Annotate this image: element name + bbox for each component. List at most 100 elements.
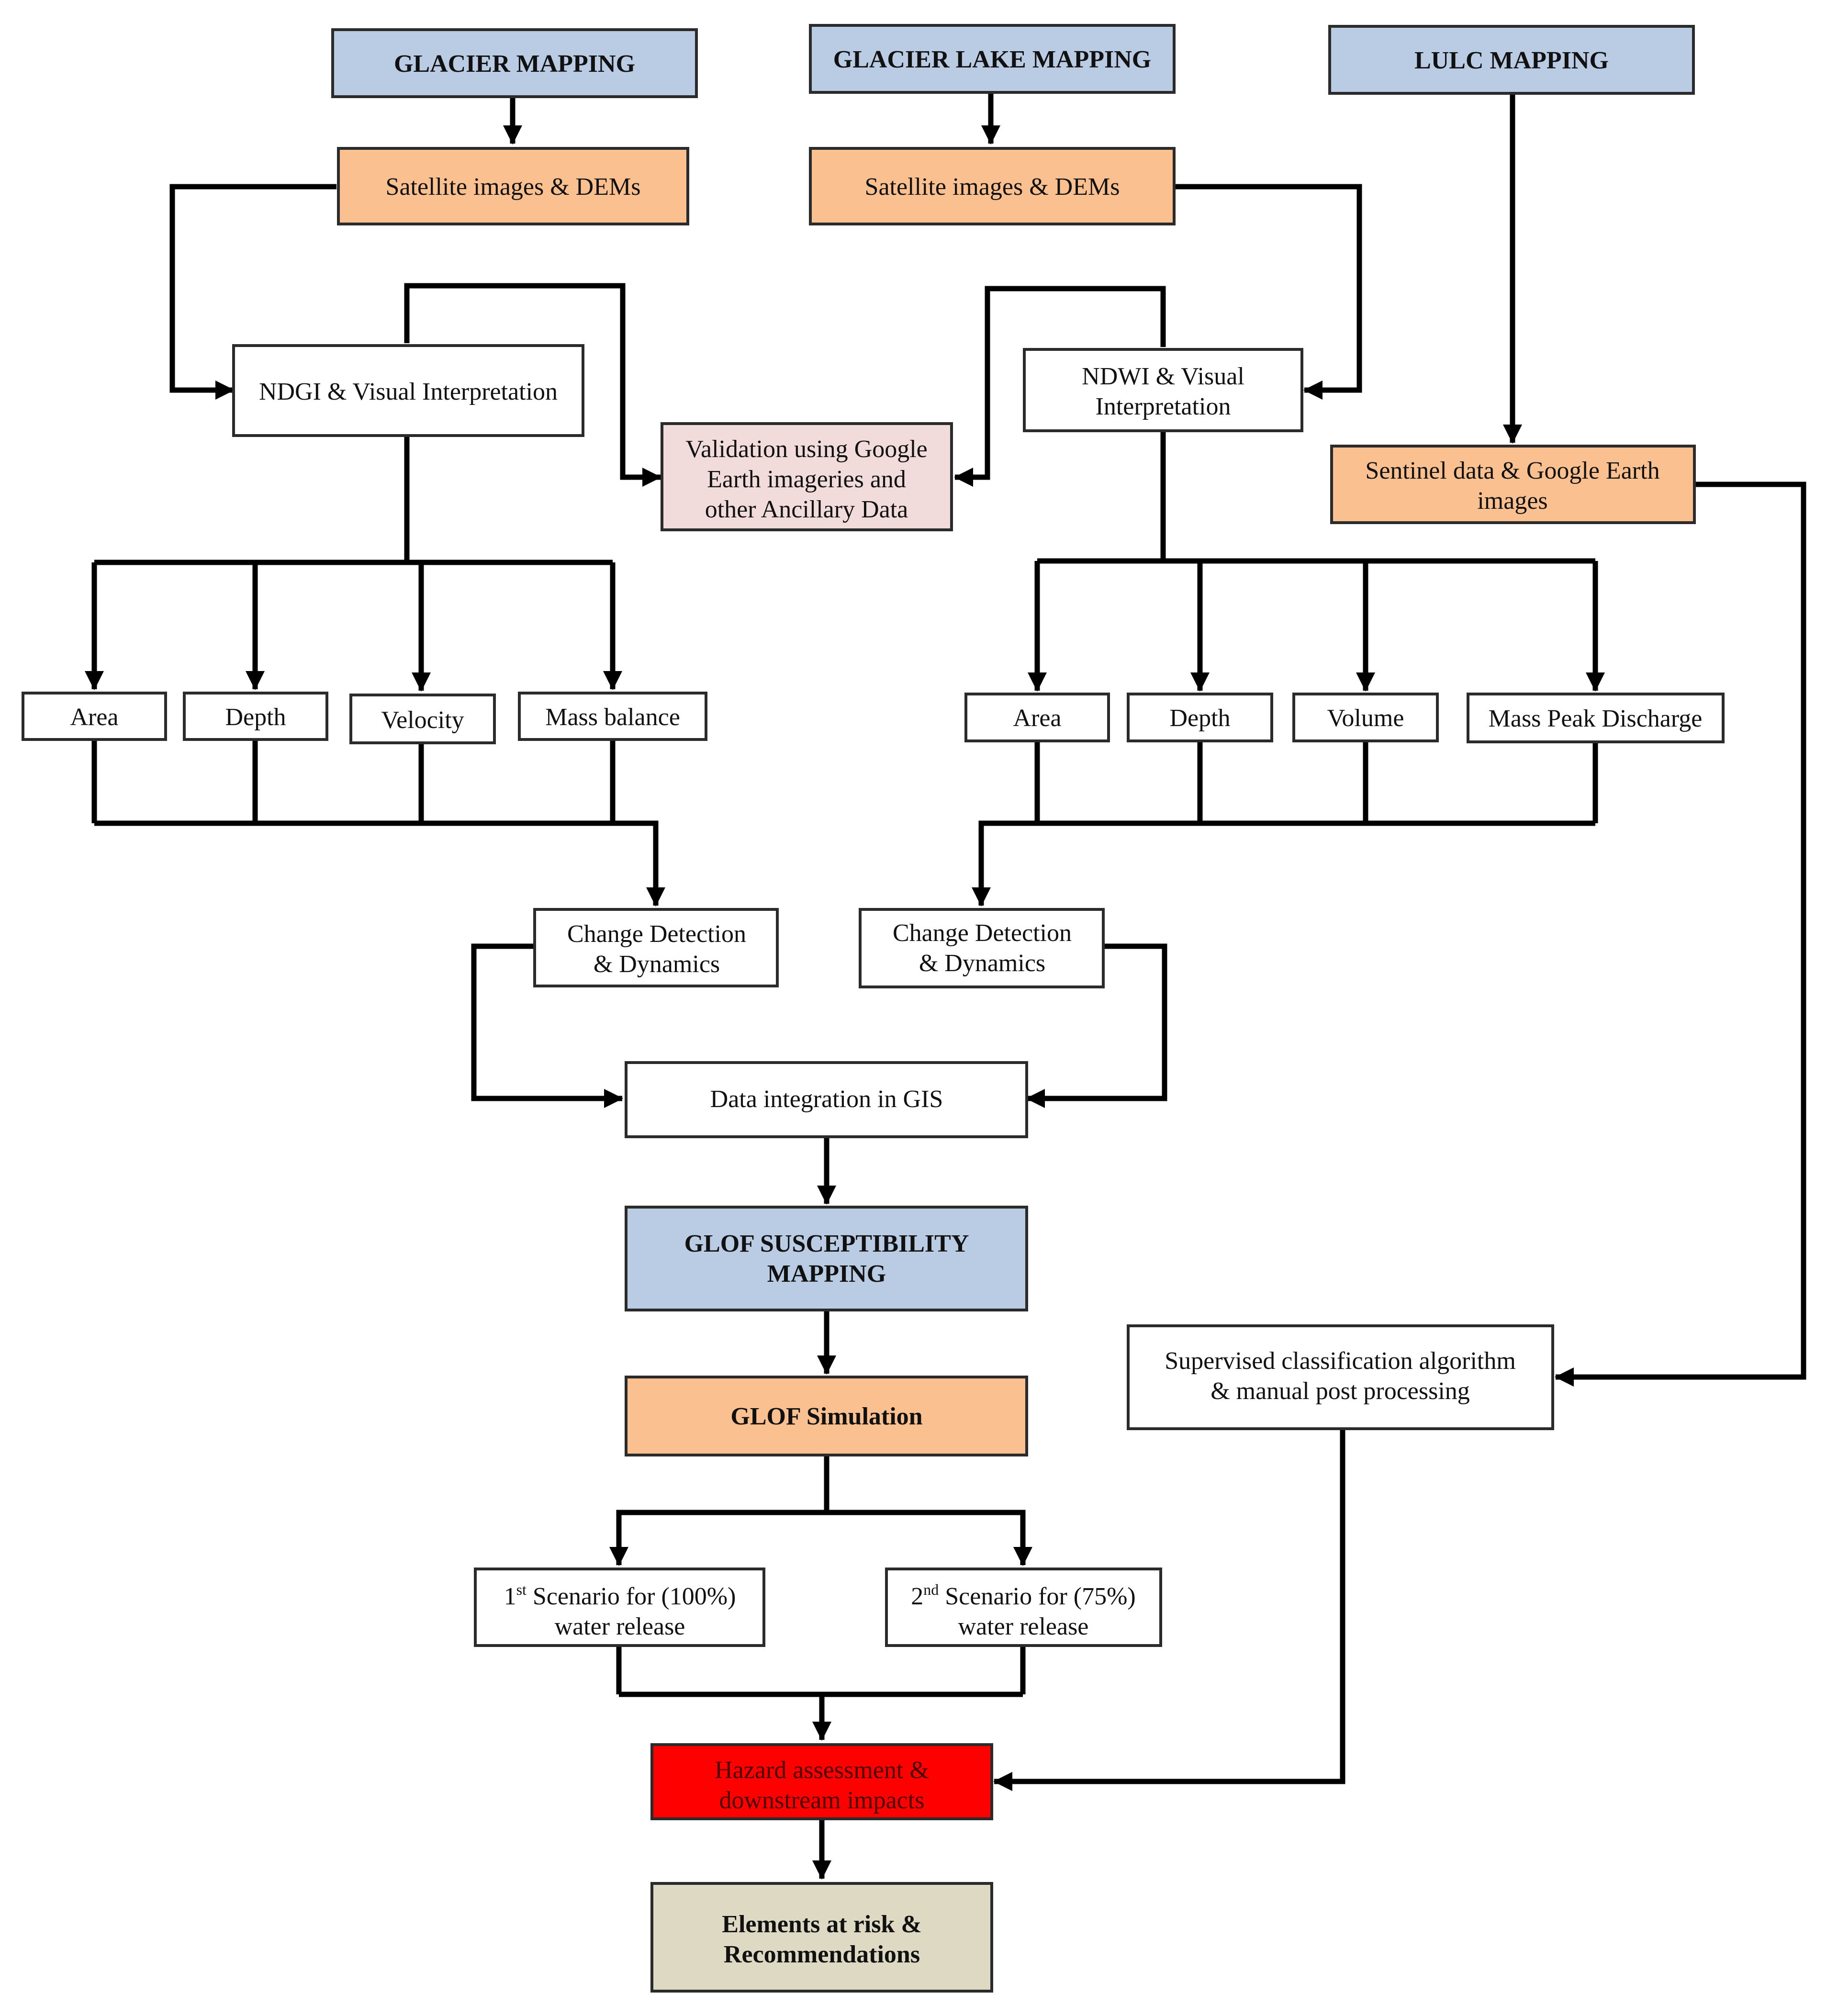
node-box [22,692,167,741]
node-glacier-mapping: GLACIER MAPPING [331,28,698,98]
node-box [349,694,496,744]
node-label-line1: NDWI & Visual [1082,363,1244,390]
node-box [661,422,953,531]
node-box [331,28,698,98]
node-label-line1: Supervised classification algorithm [1165,1347,1516,1375]
node-satellite-images-lake: Satellite images & DEMs [809,147,1176,225]
node-label: Depth [225,704,286,731]
node-label-line2: Recommendations [724,1941,920,1968]
node-label-line2: water release [958,1613,1089,1640]
node-label-line2: MAPPING [767,1260,886,1288]
node-label: Mass Peak Discharge [1489,705,1703,732]
node-label-line1: Sentinel data & Google Earth [1365,457,1659,484]
node-supervised-classification: Supervised classification algorithm & ma… [1127,1324,1554,1430]
node-hazard-assessment: Hazard assessment & downstream impacts [650,1743,993,1820]
node-sentinel-data: Sentinel data & Google Earth images [1330,445,1696,524]
node-box [1023,348,1303,432]
node-label-line1: Change Detection [567,920,746,948]
node-label: GLOF Simulation [730,1403,922,1430]
node-box [650,1743,993,1820]
node-change-detection-glacier: Change Detection & Dynamics [533,908,779,987]
node-glacier-lake-mapping: GLACIER LAKE MAPPING [809,24,1176,94]
node-data-integration: Data integration in GIS [625,1061,1028,1138]
node-label-line1: 2nd Scenario for (75%) [911,1581,1136,1610]
scenario-text: Scenario for (75%) [939,1583,1136,1610]
node-label: GLACIER MAPPING [394,50,635,78]
edge-simulation-to-scenario2 [827,1510,1032,1566]
edge-validation-ndgi-loop [404,283,661,487]
node-change-detection-lake: Change Detection & Dynamics [859,908,1105,988]
node-box [1328,25,1695,95]
node-box [809,24,1176,94]
node-box [1467,693,1725,743]
node-label-line2: downstream impacts [719,1787,925,1814]
node-box [625,1061,1028,1138]
node-lake-depth: Depth [1127,693,1273,742]
edge-ndwi-to-validation [954,286,1166,487]
node-label: Velocity [381,706,464,734]
node-label: Mass balance [545,704,680,731]
edge-satellite-to-ndgi [169,184,336,400]
edge-sentinel-to-supervised [1555,482,1806,1387]
node-box [809,147,1176,225]
node-box [474,1568,765,1647]
node-ndgi-visual-interpretation: NDGI & Visual Interpretation [232,344,584,437]
node-box [183,692,328,741]
node-label-line1: Hazard assessment & [715,1757,929,1784]
connectors [85,92,1806,1880]
node-label-line2: & Dynamics [919,950,1045,977]
node-lake-mass-peak-discharge: Mass Peak Discharge [1467,693,1725,743]
edge-lake-merge-to-change [972,820,1595,907]
node-label: Area [70,704,118,731]
node-label: Depth [1169,705,1230,732]
node-glacier-velocity: Velocity [349,694,496,744]
node-label: Satellite images & DEMs [865,173,1120,201]
node-label-line1: GLOF SUSCEPTIBILITY [684,1230,969,1257]
node-label-line2: & manual post processing [1210,1378,1470,1405]
node-label: Data integration in GIS [710,1086,943,1113]
node-label-line1: 1st Scenario for (100%) [504,1581,736,1610]
scenario-ordinal-suffix: st [516,1581,527,1598]
node-box [232,344,584,437]
node-label: Area [1013,705,1061,732]
node-elements-at-risk: Elements at risk & Recommendations [650,1882,993,1993]
node-box [964,693,1110,742]
node-box [1127,693,1273,742]
node-satellite-images-glacier: Satellite images & DEMs [337,147,689,225]
node-lulc-mapping: LULC MAPPING [1328,25,1695,95]
node-box [1292,693,1439,742]
node-lake-volume: Volume [1292,693,1439,742]
edge-satellite-to-ndwi [1174,184,1362,400]
node-box [625,1376,1028,1456]
node-label-line2: images [1477,487,1547,515]
node-glof-simulation: GLOF Simulation [625,1376,1028,1456]
node-box [625,1206,1028,1311]
edge-glacier-merge-to-change [94,820,665,907]
scenario-ordinal: 2 [911,1583,923,1610]
node-label-line2: & Dynamics [594,951,720,978]
node-label: LULC MAPPING [1414,47,1609,74]
node-label: Satellite images & DEMs [386,173,641,201]
node-glacier-depth: Depth [183,692,328,741]
node-box [1330,445,1696,524]
node-label-line1: Change Detection [893,919,1072,947]
node-label-line2: Earth imageries and [707,466,906,493]
node-box [518,692,707,741]
node-label: GLACIER LAKE MAPPING [833,46,1151,73]
scenario-text: Scenario for (100%) [527,1583,736,1610]
node-glacier-area: Area [22,692,167,741]
node-label-line1: Elements at risk & [722,1911,921,1938]
node-box [859,908,1105,988]
node-box [533,908,779,987]
node-box [1127,1324,1554,1430]
node-label-line3: other Ancillary Data [705,496,908,523]
edge-scenarios-to-hazard [619,1691,1023,1740]
node-box [337,147,689,225]
scenario-ordinal-suffix: nd [923,1581,939,1598]
edge-simulation-to-scenario1 [609,1510,827,1566]
node-label: Volume [1327,705,1404,732]
node-label-line1: Validation using Google [685,436,928,463]
node-label-line2: Interpretation [1096,393,1231,420]
scenario-ordinal: 1 [504,1583,516,1610]
